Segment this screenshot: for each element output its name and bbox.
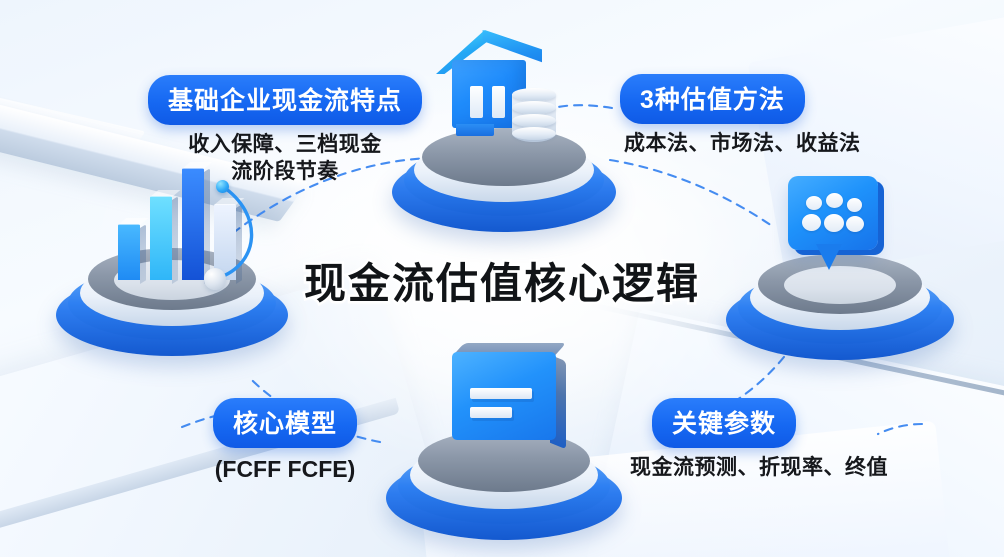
background-bar-top-left-small: [0, 64, 146, 158]
document-line: [470, 407, 512, 418]
document-line: [470, 388, 532, 399]
label-valuation-methods[interactable]: 3种估值方法 成本法、市场法、收益法: [620, 74, 920, 158]
pill-cashflow-traits[interactable]: 基础企业现金流特点: [147, 75, 422, 125]
house-window: [492, 86, 505, 118]
bar-chart-base-ball: [204, 268, 226, 290]
pill-valuation-methods[interactable]: 3种估值方法: [620, 74, 805, 124]
house-window: [470, 86, 483, 118]
label-core-model[interactable]: 核心模型 (FCFF FCFE): [160, 398, 410, 484]
sub-valuation-methods: 成本法、市场法、收益法: [624, 132, 861, 155]
connector-top-to-right: [608, 158, 774, 228]
pill-core-model[interactable]: 核心模型: [212, 398, 357, 448]
pill-key-parameters[interactable]: 关键参数: [652, 398, 797, 448]
bar-chart-arc: [216, 184, 254, 280]
bar-chart-node-dot: [216, 180, 229, 193]
sub-key-parameters: 现金流预测、折现率、终值: [630, 456, 888, 479]
pedestal-top: [392, 128, 616, 232]
page-title: 现金流估值核心逻辑: [301, 258, 700, 310]
label-key-parameters[interactable]: 关键参数 现金流预测、折现率、终值: [630, 398, 930, 482]
pedestal-bottom: [386, 430, 622, 540]
sub-core-model: (FCFF FCFE): [214, 456, 356, 482]
speech-bubble-people-icon: [788, 176, 898, 280]
sub-cashflow-traits: 收入保障、三档现金 流阶段节奏: [188, 133, 382, 183]
document-icon: [449, 343, 572, 452]
bar-chart-icon: [112, 168, 254, 290]
pedestal-right: [726, 254, 954, 360]
house-coins-icon: [434, 24, 564, 144]
label-cashflow-traits[interactable]: 基础企业现金流特点 收入保障、三档现金 流阶段节奏: [140, 75, 430, 186]
